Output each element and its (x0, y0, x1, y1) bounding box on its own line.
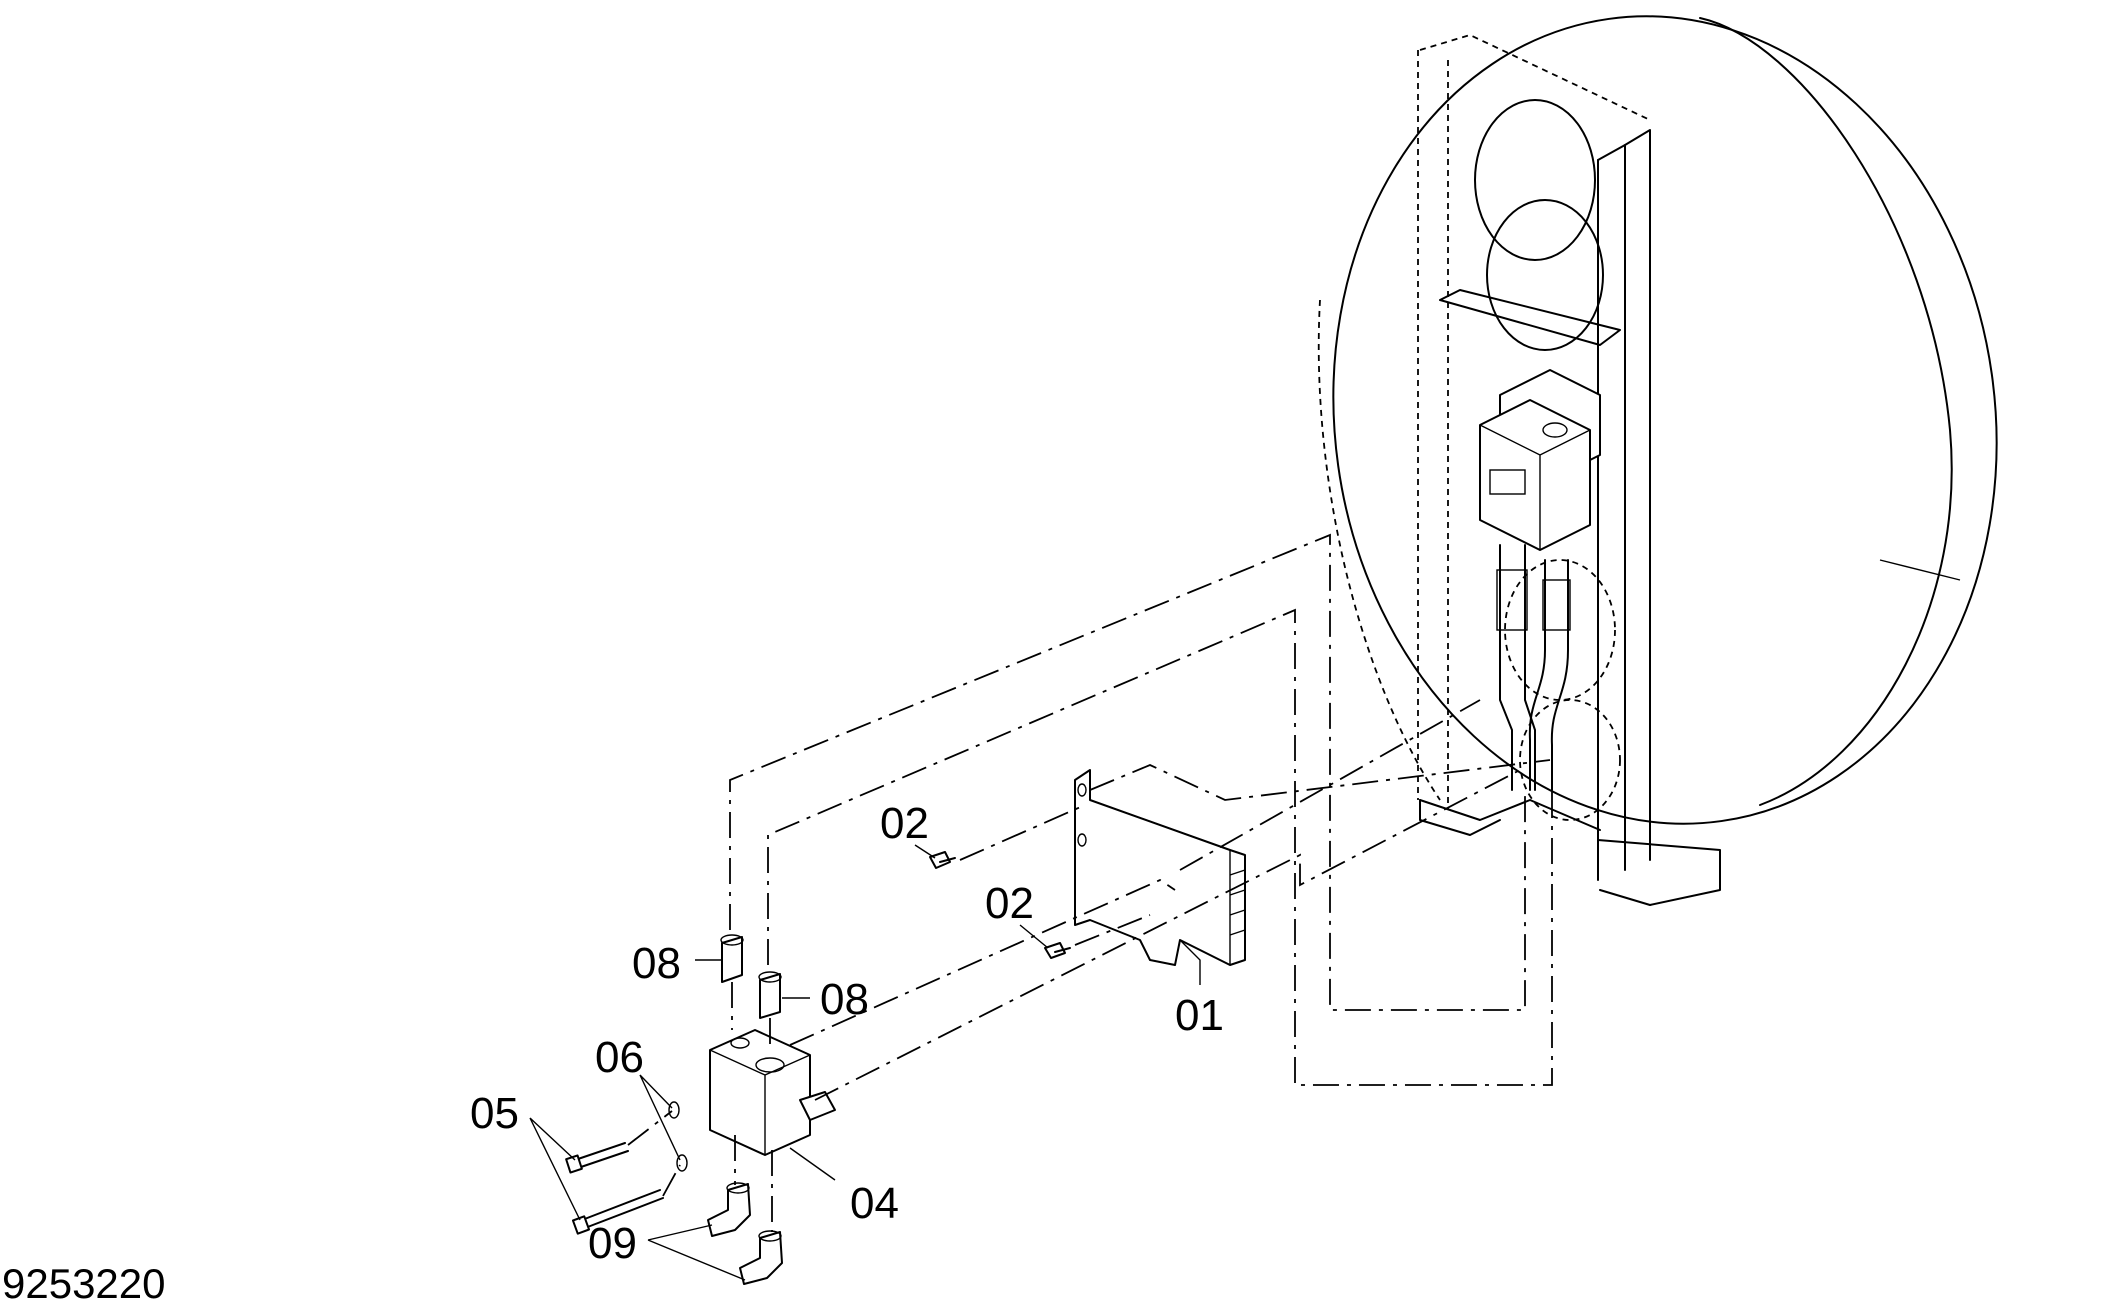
bracket-flange-edge (1089, 799, 1231, 965)
fitting-part-08-right (758, 971, 782, 1019)
figure-number: 9253220 (2, 1260, 166, 1307)
hose-left-inner (1524, 544, 1536, 791)
hose-sleeve-right (1542, 579, 1571, 631)
routing-line-block-to-frame (789, 699, 1481, 1046)
fan-ring-front-edge (1699, 17, 1953, 806)
callout-02-upper: 02 (880, 799, 929, 848)
valve-block-edges (709, 1049, 811, 1155)
bolt-02-upper-head (929, 851, 951, 869)
valve-side-fitting (799, 1091, 836, 1121)
bolt-02-lower-shank (1054, 947, 1071, 953)
frame-top-hidden (1419, 34, 1651, 121)
valve-block-part-04 (709, 1029, 836, 1156)
routing-line-elbows (734, 1135, 773, 1232)
bracket-hole-mid (1077, 833, 1087, 847)
frame-foot-right (1597, 839, 1721, 906)
bracket-hole-top (1077, 783, 1087, 797)
washer-part-06 (668, 1101, 688, 1172)
sensor-port (1542, 422, 1568, 438)
fitting-08-left-top (720, 934, 744, 946)
callout-01: 01 (1175, 991, 1224, 1040)
fitting-08-right-top (758, 971, 782, 983)
washer-06-upper (668, 1101, 680, 1119)
callout-02-lower: 02 (985, 879, 1034, 928)
routing-line-side-port (814, 769, 1521, 1101)
sensor-label-plate (1489, 469, 1526, 495)
callout-08-left: 08 (632, 939, 681, 988)
leader-06 (639, 1074, 681, 1161)
callout-06: 06 (595, 1033, 644, 1082)
callout-05: 05 (470, 1089, 519, 1138)
bracket-flange-ribs (1229, 869, 1246, 936)
hose-left (1499, 544, 1513, 791)
leader-04 (789, 1147, 836, 1181)
leader-02-lower (1019, 924, 1049, 949)
elbow-fitting-part-09-lower (739, 1230, 783, 1285)
bolt-05-upper (574, 1142, 629, 1169)
hose-right (1528, 559, 1546, 791)
frame-right-post (1624, 129, 1651, 861)
bolt-02-lower-head (1044, 942, 1066, 959)
fitting-08-left-body (721, 936, 743, 983)
valve-top-port (755, 1057, 785, 1073)
leader-lines (529, 844, 1201, 1281)
bracket-part-01 (1074, 769, 1246, 966)
frame-cutout-low (1504, 559, 1616, 701)
callout-04: 04 (850, 1179, 899, 1228)
frame-shelf (1439, 289, 1621, 346)
fan-ring-outer (1332, 15, 1998, 825)
washer-06-lower (676, 1154, 688, 1172)
routing-line-fittings (731, 982, 771, 1050)
bolt-05-lower (581, 1189, 664, 1229)
leader-01 (1179, 939, 1201, 985)
routing-line-outer (729, 533, 1526, 1011)
routing-line-inner (767, 608, 1553, 1086)
hose-sleeve-left (1496, 569, 1528, 631)
valve-top-port-2 (730, 1037, 750, 1049)
fitting-part-08-left (720, 934, 744, 983)
elbow-09-lower-port (758, 1230, 782, 1242)
elbow-09-upper-port (726, 1182, 750, 1194)
elbow-fitting-part-09-upper (707, 1182, 751, 1237)
hose-routing-lines (627, 533, 1553, 1232)
routing-line-bolts (959, 804, 1151, 946)
leader-05 (529, 1117, 581, 1221)
frame-cutout-mid (1486, 199, 1604, 351)
fan-ring-seam (1879, 559, 1961, 581)
callout-09: 09 (588, 1219, 637, 1268)
routing-line-bolts-05 (627, 1110, 681, 1197)
sensor-block (1479, 399, 1591, 551)
leader-02-upper (914, 844, 936, 859)
leader-09 (647, 1224, 746, 1281)
frame-foot-left (1419, 799, 1501, 836)
routing-line-bracket-top (1089, 759, 1551, 801)
sensor-block-edges (1479, 424, 1591, 550)
valve-block-body (709, 1029, 811, 1156)
frame-cutout-bottom (1519, 699, 1621, 821)
frame-cutout-top (1474, 99, 1596, 261)
fan-shroud-assembly (1317, 15, 1998, 906)
callout-08-right: 08 (820, 975, 869, 1024)
fitting-08-right-body (759, 973, 781, 1019)
bolt-part-05 (565, 1142, 664, 1235)
hose-right-inner (1550, 559, 1569, 791)
frame-right-post-inner (1597, 144, 1626, 871)
bolt-part-02-upper (929, 851, 956, 869)
fan-ring-hidden-edge (1317, 299, 1441, 801)
bolt-02-upper-shank (939, 857, 956, 863)
bracket-body (1074, 769, 1246, 966)
bolt-part-02-lower (1044, 942, 1071, 959)
frame-base-front (1419, 799, 1601, 831)
